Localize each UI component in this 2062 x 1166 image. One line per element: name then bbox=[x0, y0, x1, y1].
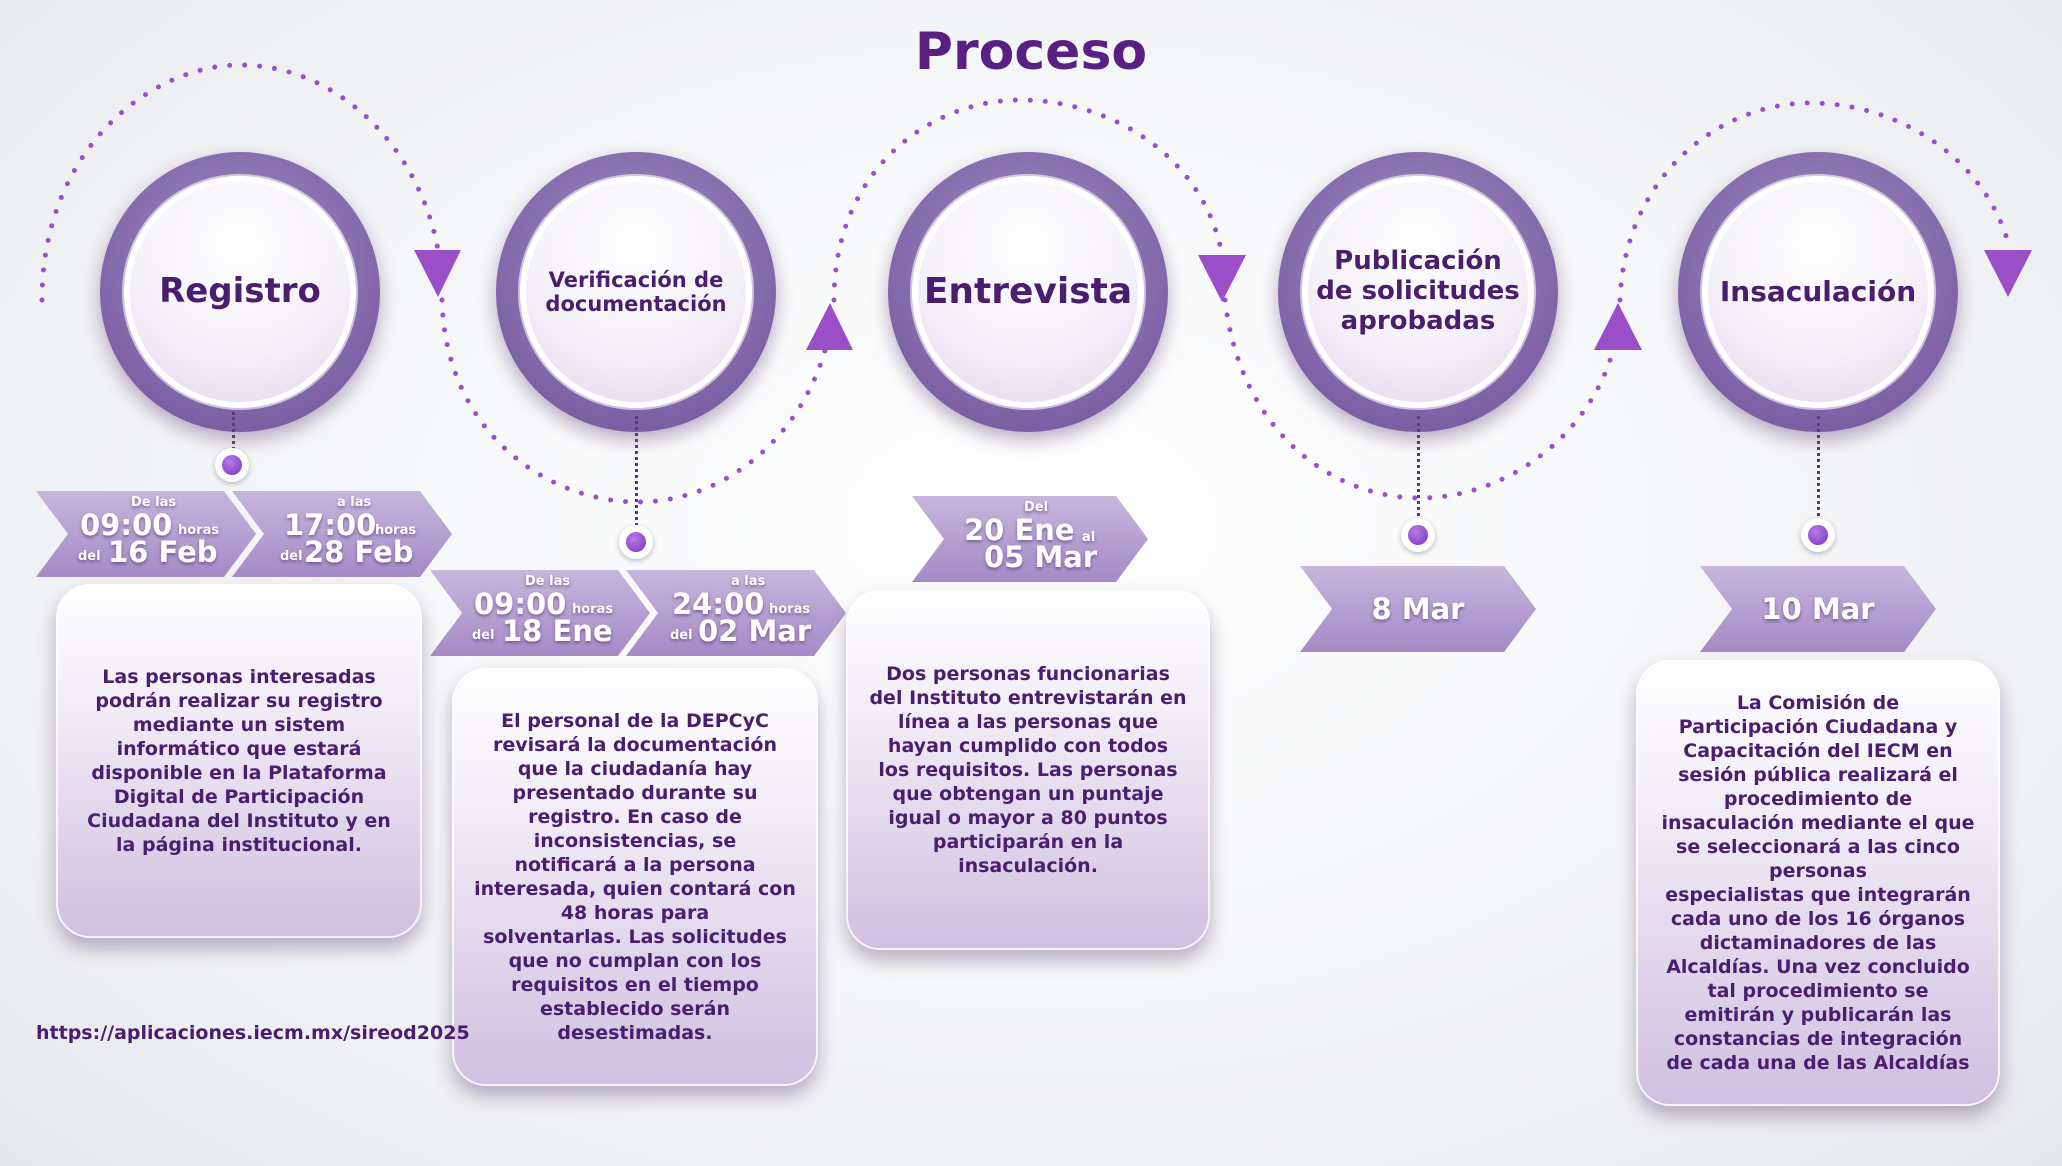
step-publicacion-connector bbox=[1417, 416, 1420, 522]
step-registro-connector bbox=[232, 412, 235, 462]
step-insaculacion-date: 10 Mar bbox=[1700, 566, 1936, 652]
flow-arc-2 bbox=[439, 297, 833, 505]
step-insaculacion-circle: Insaculación bbox=[1678, 152, 1958, 432]
step-insaculacion-description: La Comisión de Participación Ciudadana y… bbox=[1661, 692, 1975, 1074]
registration-url-link[interactable]: https://aplicaciones.iecm.mx/sireod2025 bbox=[36, 1022, 470, 1044]
step-registro-circle: Registro bbox=[100, 152, 380, 432]
step-registro-dot bbox=[215, 448, 249, 482]
step-entrevista-circle: Entrevista bbox=[888, 152, 1168, 432]
step-publicacion-dot bbox=[1401, 518, 1435, 552]
step-verificacion-connector bbox=[635, 416, 638, 526]
step-entrevista-description: Dos personas funcionarias del Instituto … bbox=[869, 663, 1187, 877]
step-registro-date-start: De las 09:00 horas del 16 Feb bbox=[36, 491, 256, 577]
step-insaculacion-connector bbox=[1817, 416, 1820, 522]
step-verificacion-date-end: a las 24:00 horas del 02 Mar bbox=[626, 570, 846, 656]
step-publicacion-label: Publicación de solicitudes aprobadas bbox=[1316, 246, 1520, 336]
flow-arrowhead-4 bbox=[1594, 303, 1642, 350]
step-insaculacion-dot bbox=[1801, 518, 1835, 552]
step-verificacion-description-card: El personal de la DEPCyC revisará la doc… bbox=[452, 668, 818, 1086]
step-registro-description-card: Las personas interesadas podrán realizar… bbox=[56, 584, 422, 938]
step-insaculacion-description-card: La Comisión de Participación Ciudadana y… bbox=[1636, 660, 2000, 1106]
flow-arc-5 bbox=[1617, 100, 2013, 303]
step-entrevista-description-card: Dos personas funcionarias del Instituto … bbox=[846, 590, 1210, 950]
step-publicacion-date: 8 Mar bbox=[1300, 566, 1536, 652]
step-entrevista-date-range: Del 20 Ene al 05 Mar bbox=[912, 496, 1148, 582]
step-publicacion-circle: Publicación de solicitudes aprobadas bbox=[1278, 152, 1558, 432]
step-verificacion-description: El personal de la DEPCyC revisará la doc… bbox=[474, 710, 796, 1044]
step-entrevista-label: Entrevista bbox=[923, 271, 1133, 313]
flow-arrowhead-3 bbox=[1198, 255, 1246, 302]
step-verificacion-label: Verificación de documentación bbox=[545, 267, 727, 316]
step-registro-date-end: a las 17:00 horas del 28 Feb bbox=[232, 491, 452, 577]
step-registro-label: Registro bbox=[159, 271, 321, 312]
flow-arc-1 bbox=[39, 62, 441, 303]
step-registro-description: Las personas interesadas podrán realizar… bbox=[87, 666, 391, 856]
flow-arrowhead-1 bbox=[414, 250, 461, 297]
step-insaculacion-label: Insaculación bbox=[1719, 274, 1917, 308]
flow-arc-3 bbox=[831, 97, 1225, 303]
step-verificacion-dot bbox=[619, 525, 653, 559]
step-verificacion-circle: Verificación de documentación bbox=[496, 152, 776, 432]
page-title: Proceso bbox=[914, 22, 1148, 82]
flow-arrowhead-5 bbox=[1984, 250, 2032, 297]
flow-arrowhead-2 bbox=[806, 303, 853, 350]
step-verificacion-date-start: De las 09:00 horas del 18 Ene bbox=[430, 570, 650, 656]
